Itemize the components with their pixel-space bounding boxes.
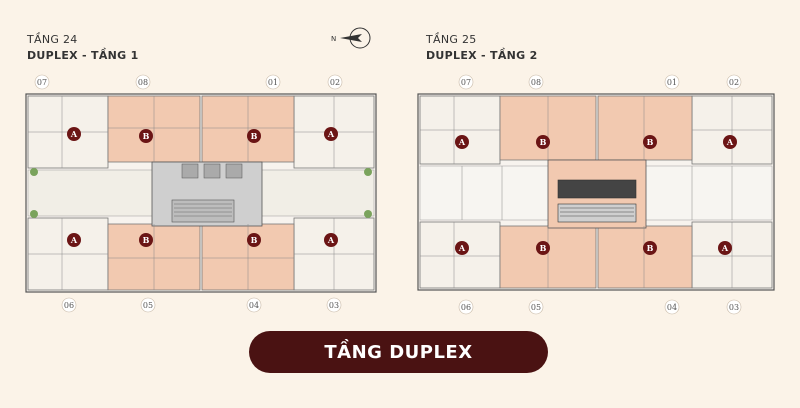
unit-type-tag: B <box>143 131 150 141</box>
left-bottom-unit-labels: 06 05 04 03 <box>61 297 342 313</box>
left-bottom-type-tags: A B B A <box>67 233 338 247</box>
unit-type-tag: B <box>647 137 654 147</box>
unit-type-tag: A <box>70 235 78 245</box>
left-top-unit-labels: 07 08 01 02 <box>34 74 343 90</box>
unit-type-tag: A <box>327 129 335 139</box>
right-plan-title: TẦNG 25 DUPLEX - TẦNG 2 <box>426 32 538 64</box>
unit-number: 01 <box>268 78 278 87</box>
unit-number: 08 <box>531 78 541 87</box>
right-plan-floor: TẦNG 25 <box>426 33 477 46</box>
unit-type-tag: A <box>70 129 78 139</box>
unit-number: 05 <box>143 301 153 310</box>
unit-number: 02 <box>729 78 739 87</box>
left-plan-floor: TẦNG 24 <box>27 33 78 46</box>
unit-number: 01 <box>667 78 677 87</box>
unit-type-tag: A <box>458 137 466 147</box>
unit-number: 08 <box>138 78 148 87</box>
left-top-type-tags: A B B A <box>67 127 338 143</box>
unit-number: 04 <box>667 303 677 312</box>
compass-icon: N <box>331 27 371 49</box>
duplex-floor-button-label: TẦNG DUPLEX <box>324 341 473 363</box>
right-top-unit-labels: 07 08 01 02 <box>458 74 742 90</box>
unit-number: 05 <box>531 303 541 312</box>
unit-number: 06 <box>461 303 471 312</box>
left-plan-title: TẦNG 24 DUPLEX - TẦNG 1 <box>27 32 139 64</box>
duplex-floor-button[interactable]: TẦNG DUPLEX <box>249 331 548 373</box>
unit-number: 03 <box>729 303 739 312</box>
unit-type-tag: B <box>251 235 258 245</box>
right-bottom-type-tags: A B B A <box>455 241 732 255</box>
right-bottom-unit-labels: 06 05 04 03 <box>458 299 742 315</box>
unit-number: 02 <box>330 78 340 87</box>
left-floor-plan: 07 08 01 02 A <box>25 74 377 313</box>
unit-number: 07 <box>37 78 47 87</box>
unit-number: 06 <box>64 301 74 310</box>
right-plan-subtitle: DUPLEX - TẦNG 2 <box>426 49 538 62</box>
right-floor-plan: 07 08 01 02 A B B A <box>417 74 775 315</box>
right-top-type-tags: A B B A <box>455 135 737 149</box>
unit-type-tag: B <box>647 243 654 253</box>
unit-type-tag: B <box>540 243 547 253</box>
unit-type-tag: A <box>458 243 466 253</box>
compass-north-label: N <box>331 35 336 43</box>
unit-type-tag: B <box>251 131 258 141</box>
unit-number: 03 <box>329 301 339 310</box>
left-plan-subtitle: DUPLEX - TẦNG 1 <box>27 49 139 62</box>
unit-type-tag: B <box>143 235 150 245</box>
unit-number: 07 <box>461 78 471 87</box>
unit-type-tag: B <box>540 137 547 147</box>
unit-type-tag: A <box>721 243 729 253</box>
unit-type-tag: A <box>726 137 734 147</box>
unit-number: 04 <box>249 301 259 310</box>
unit-type-tag: A <box>327 235 335 245</box>
